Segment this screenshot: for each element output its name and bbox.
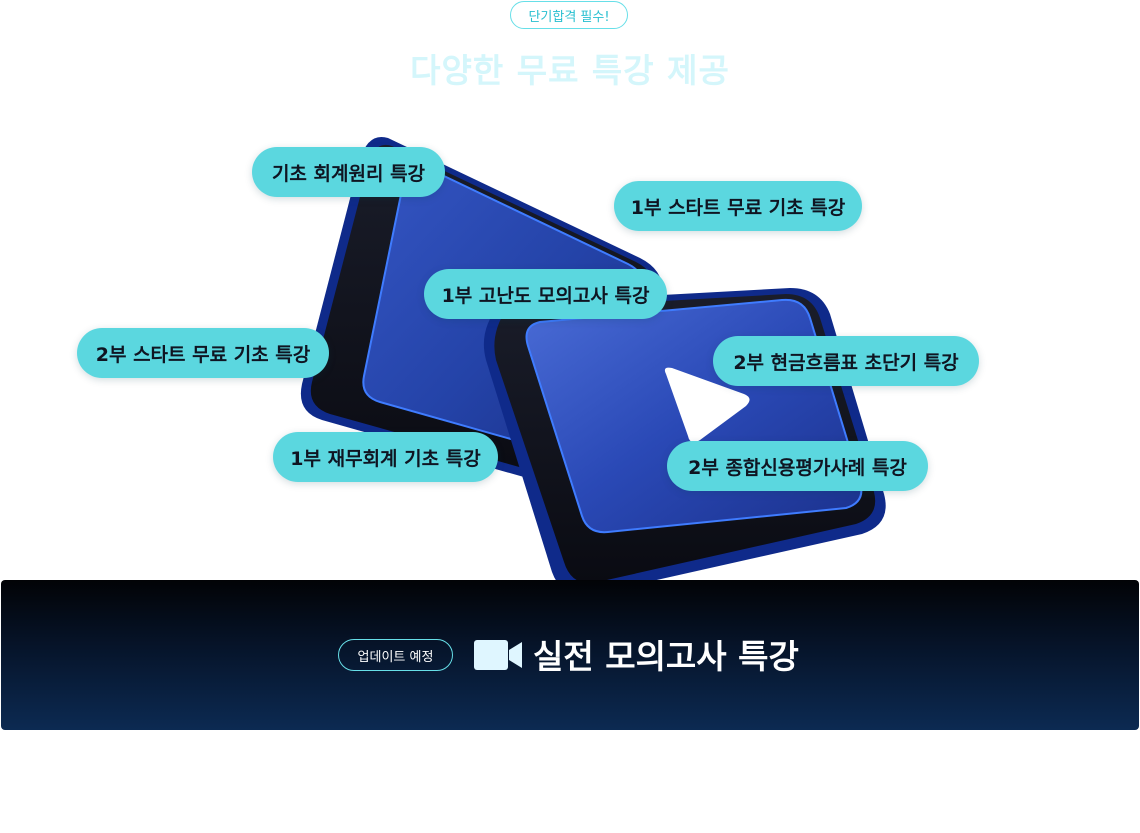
update-badge: 업데이트 예정 bbox=[338, 639, 453, 671]
lecture-pill[interactable]: 2부 스타트 무료 기초 특강 bbox=[77, 328, 329, 378]
lecture-pill[interactable]: 1부 스타트 무료 기초 특강 bbox=[614, 181, 862, 231]
upcoming-lecture-title: 실전 모의고사 특강 bbox=[533, 637, 799, 676]
lecture-pill[interactable]: 1부 고난도 모의고사 특강 bbox=[424, 269, 667, 319]
top-badge: 단기합격 필수! bbox=[510, 1, 628, 29]
upcoming-lecture-bar bbox=[1, 580, 1139, 730]
lecture-pill[interactable]: 2부 종합신용평가사례 특강 bbox=[667, 441, 928, 491]
page-headline: 다양한 무료 특강 제공 bbox=[410, 51, 730, 90]
play-triangle-icon bbox=[664, 367, 750, 443]
lecture-pill[interactable]: 1부 재무회계 기초 특강 bbox=[273, 432, 498, 482]
lecture-pill[interactable]: 기초 회계원리 특강 bbox=[252, 147, 445, 197]
video-camera-icon bbox=[474, 640, 522, 670]
lecture-pill[interactable]: 2부 현금흐름표 초단기 특강 bbox=[713, 336, 979, 386]
